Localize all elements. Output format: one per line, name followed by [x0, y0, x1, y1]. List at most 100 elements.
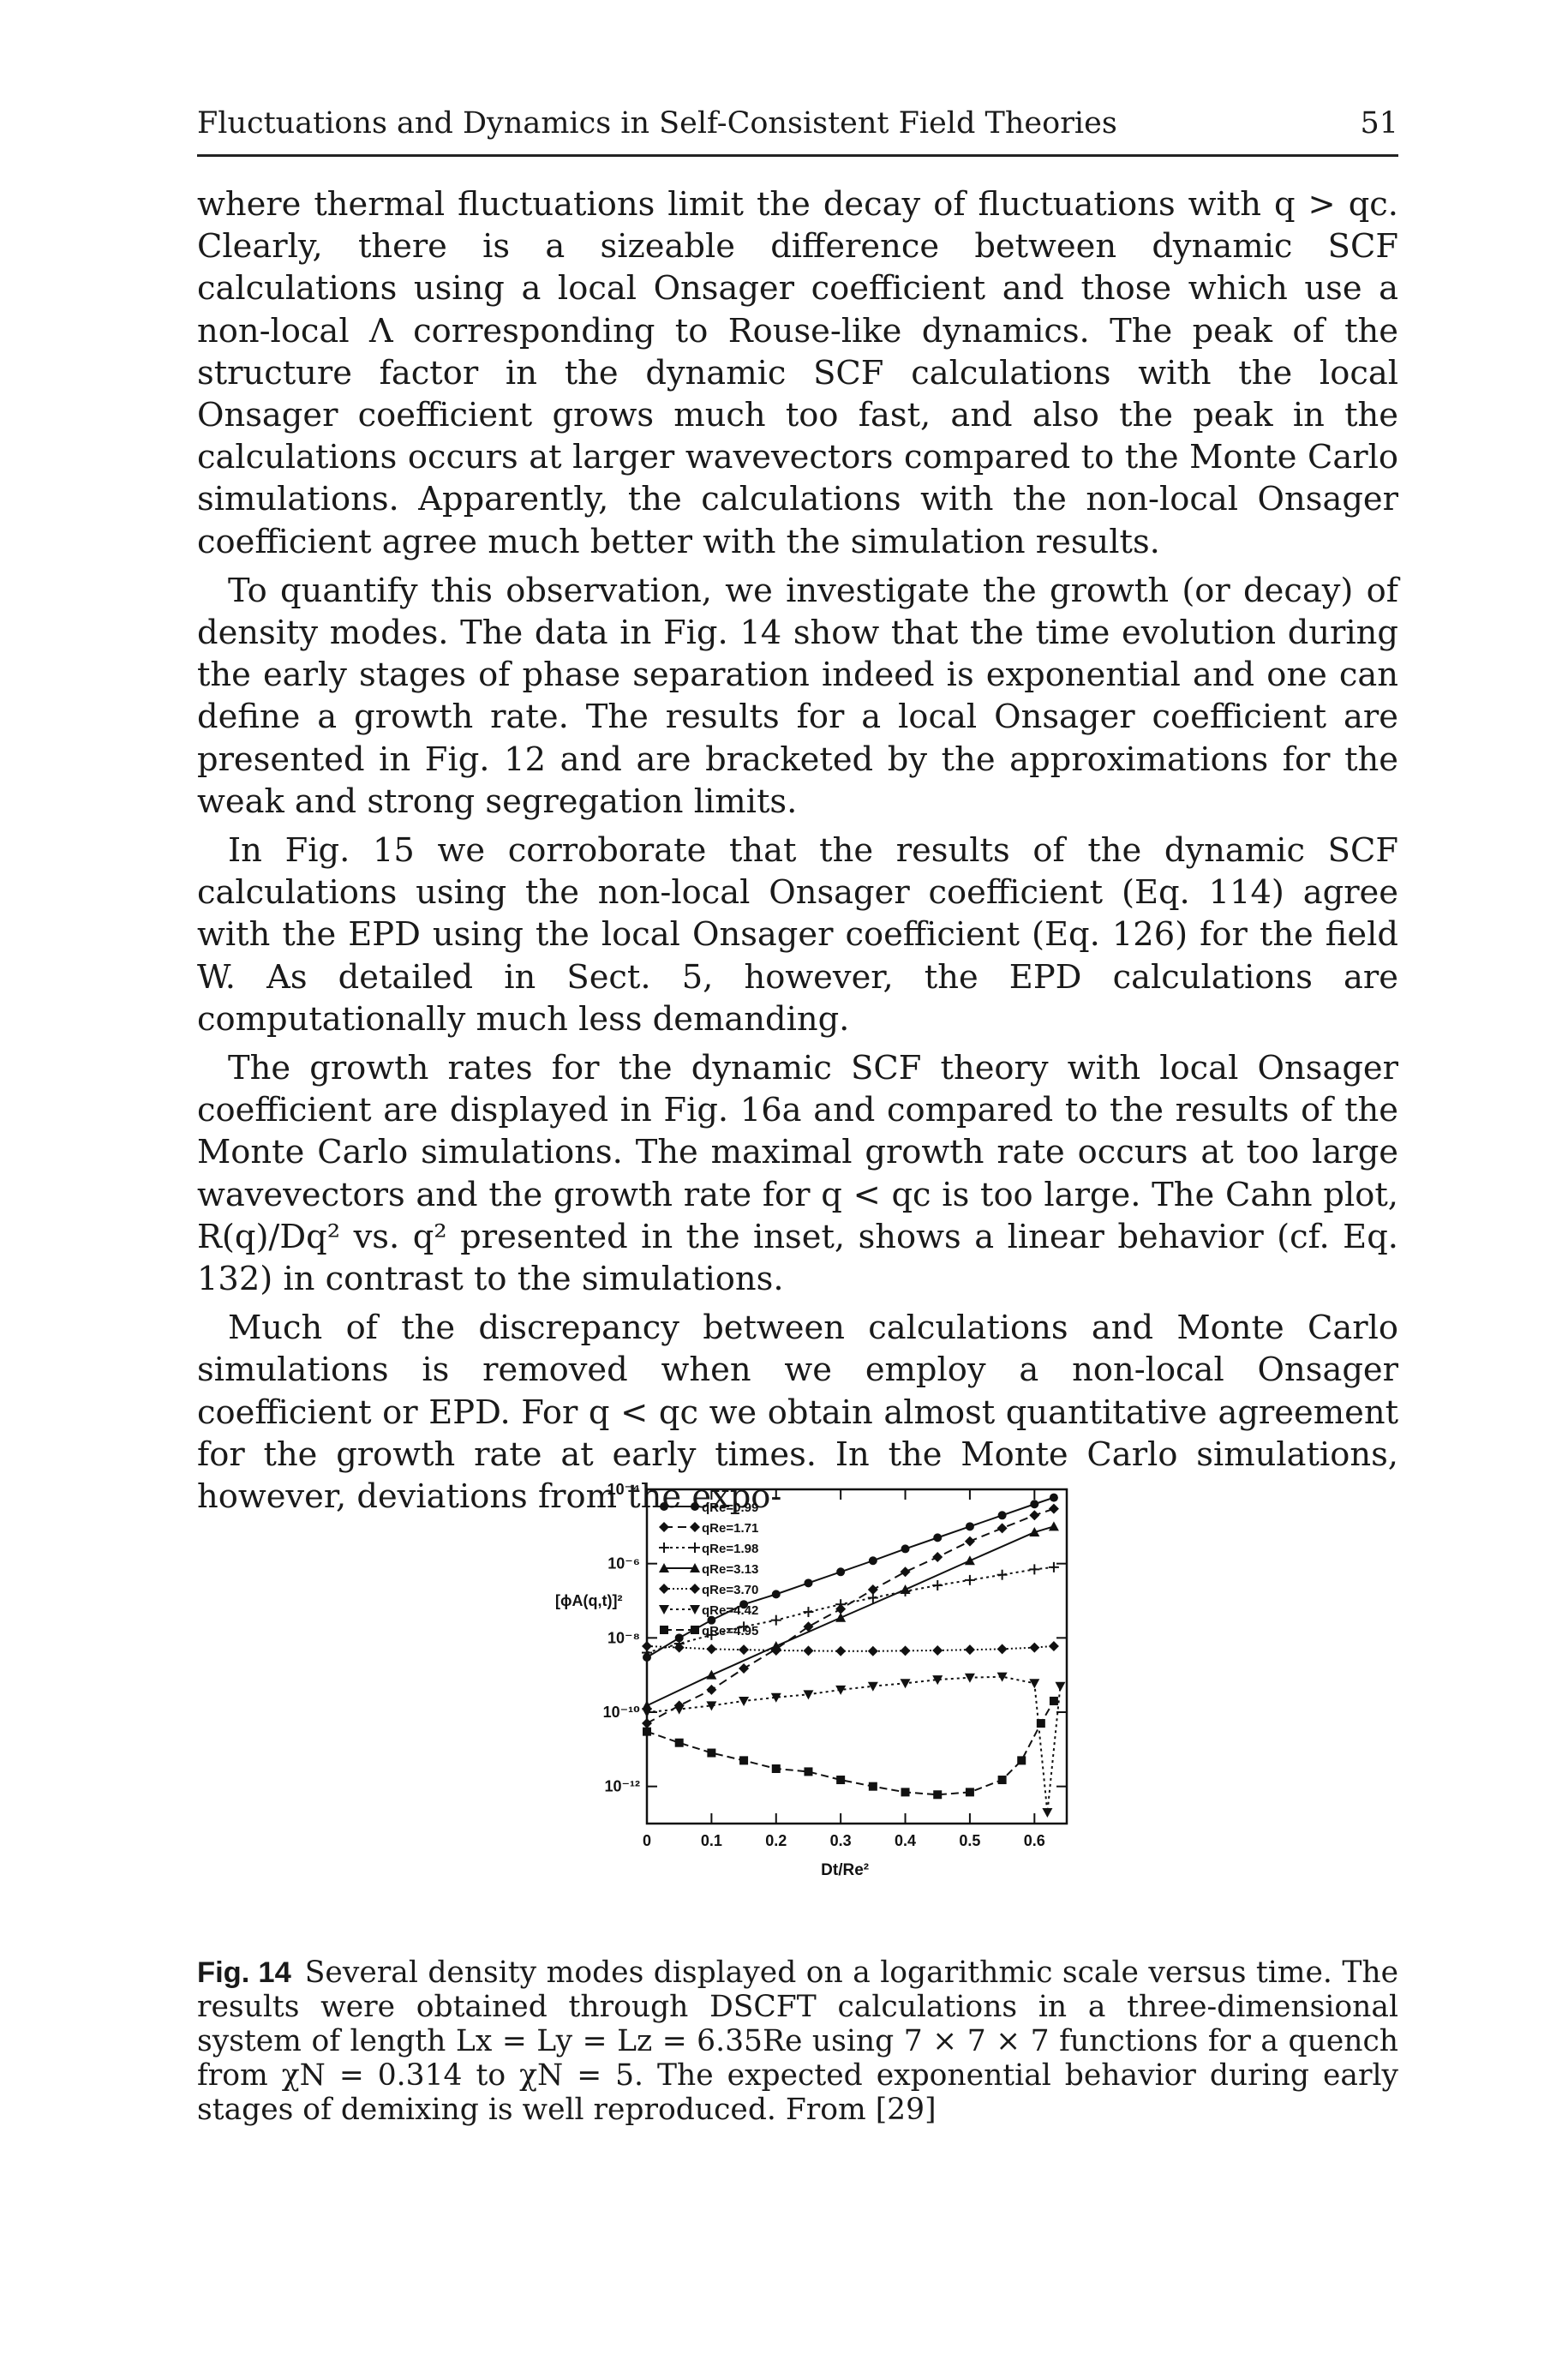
data-point: [642, 1708, 652, 1717]
data-point: [996, 1569, 1008, 1580]
legend-label: qRe=3.70: [702, 1583, 758, 1597]
series-line: [646, 1566, 1055, 1654]
data-point: [674, 1633, 684, 1643]
data-point: [996, 1644, 1008, 1655]
data-point: [933, 1533, 943, 1542]
data-point: [1048, 1503, 1059, 1514]
series-0: [643, 1493, 1058, 1662]
data-point: [770, 1614, 781, 1626]
data-point: [707, 1748, 716, 1758]
data-point: [707, 1615, 716, 1625]
data-point: [932, 1580, 943, 1591]
y-tick-label: 10⁻⁴: [607, 1481, 640, 1498]
paragraph-1: where thermal fluctuations limit the dec…: [197, 185, 1398, 561]
series-line: [646, 1525, 1055, 1707]
data-point: [803, 1645, 814, 1656]
data-point: [900, 1584, 911, 1594]
x-axis-label: Dt/Re²: [821, 1861, 869, 1879]
data-point: [1029, 1679, 1040, 1689]
data-point: [867, 1681, 878, 1692]
legend-marker: [660, 1502, 668, 1511]
series-line: [646, 1675, 1062, 1813]
series-line: [646, 1507, 1055, 1724]
data-point: [771, 1590, 781, 1599]
x-tick-label: 0.3: [830, 1832, 852, 1849]
x-tick-label: 0.1: [701, 1832, 722, 1849]
legend-label: qRe=3.13: [702, 1562, 758, 1577]
data-point: [642, 1640, 652, 1651]
data-point: [996, 1523, 1008, 1534]
legend-label: qRe=4.42: [702, 1603, 758, 1618]
data-point: [1030, 1500, 1039, 1509]
data-point: [770, 1644, 781, 1656]
data-point: [1042, 1807, 1053, 1818]
data-point: [835, 1645, 847, 1656]
data-point: [900, 1645, 911, 1656]
data-point: [770, 1692, 781, 1703]
data-point: [673, 1642, 685, 1653]
data-point: [932, 1644, 943, 1656]
x-tick-label: 0.6: [1024, 1832, 1045, 1849]
data-point: [1029, 1564, 1040, 1575]
series-5: [642, 1672, 1066, 1818]
data-point: [867, 1592, 878, 1603]
data-point: [964, 1644, 975, 1656]
data-point: [932, 1552, 943, 1563]
data-point: [932, 1675, 943, 1686]
data-point: [803, 1621, 814, 1632]
y-tick-label: 10⁻¹²: [604, 1778, 640, 1795]
data-point: [739, 1644, 750, 1656]
data-point: [1048, 1561, 1059, 1572]
legend-marker: [690, 1522, 700, 1532]
legend-marker: [660, 1626, 668, 1634]
y-tick-label: 10⁻⁸: [607, 1629, 640, 1646]
y-tick-label: 10⁻¹⁰: [603, 1704, 641, 1721]
legend-marker: [690, 1563, 700, 1572]
y-tick-label: 10⁻⁶: [607, 1555, 640, 1572]
data-point: [642, 1718, 652, 1729]
data-point: [965, 1522, 974, 1531]
data-point: [803, 1607, 814, 1618]
data-point: [835, 1599, 847, 1610]
data-point: [900, 1679, 911, 1689]
legend-marker: [659, 1542, 669, 1553]
data-point: [964, 1574, 975, 1585]
data-point: [836, 1567, 846, 1577]
legend-marker: [659, 1522, 669, 1532]
data-point: [868, 1782, 877, 1791]
series-line: [646, 1644, 1054, 1652]
data-point: [964, 1673, 975, 1683]
data-point: [804, 1578, 813, 1588]
data-point: [1017, 1756, 1026, 1765]
caption-label: Fig. 14: [197, 1956, 291, 1989]
data-point: [706, 1669, 717, 1680]
data-point: [901, 1544, 910, 1554]
legend-marker: [691, 1502, 699, 1511]
data-point: [673, 1704, 685, 1715]
data-point: [933, 1790, 943, 1800]
paragraph-5: Much of the discrepancy between calculat…: [197, 1309, 1398, 1517]
x-tick-label: 0.5: [959, 1832, 980, 1849]
running-header: Fluctuations and Dynamics in Self-Consis…: [197, 101, 1398, 157]
data-point: [706, 1644, 717, 1655]
series-line: [646, 1700, 1055, 1796]
data-point: [964, 1555, 975, 1566]
data-point: [867, 1584, 878, 1595]
data-point: [706, 1629, 717, 1640]
data-point: [868, 1556, 877, 1566]
data-point: [804, 1767, 813, 1776]
data-point: [803, 1690, 814, 1700]
legend: qRe=0.99qRe=1.71qRe=1.98qRe=3.13qRe=3.70…: [659, 1500, 758, 1638]
data-point: [965, 1788, 974, 1797]
data-point: [739, 1756, 749, 1765]
data-point: [867, 1645, 878, 1656]
data-point: [1029, 1527, 1040, 1537]
data-point: [739, 1621, 750, 1632]
data-point: [835, 1612, 847, 1622]
data-point: [964, 1536, 975, 1547]
data-point: [706, 1684, 717, 1695]
data-point: [739, 1600, 749, 1609]
